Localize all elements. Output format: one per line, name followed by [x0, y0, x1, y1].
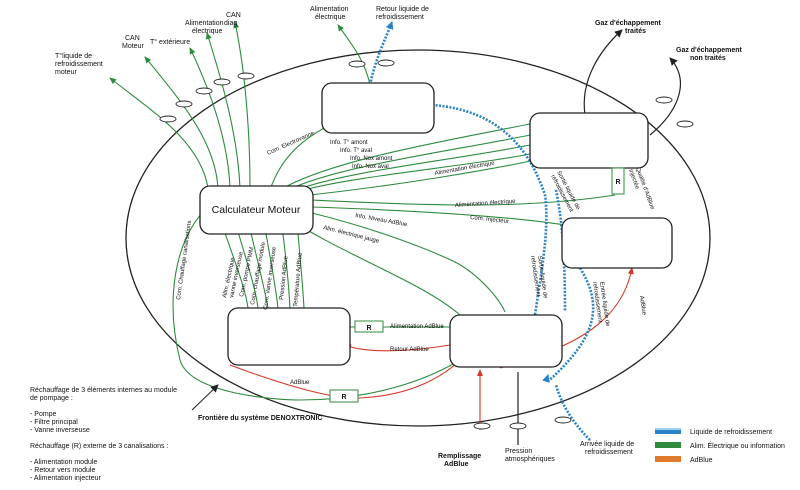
svg-text:moteur: moteur [55, 69, 77, 76]
svg-text:non traités: non traités [690, 55, 726, 62]
label-info-niveau: Info. Niveau AdBlue [355, 213, 409, 228]
external-signal-lines [109, 21, 371, 189]
svg-text:Arrivée liquide de: Arrivée liquide de [580, 441, 634, 448]
svg-text:refroidissement: refroidissement [585, 449, 633, 456]
label-exhaust-treated: Gaz d'échappement traités [595, 20, 662, 35]
svg-text:électrique: électrique [315, 14, 345, 21]
label-pression-adblue: Pression AdBlue [279, 255, 290, 300]
label-info-nox-amont: Info. Nox amont [350, 156, 393, 162]
pump-module-box [227, 307, 351, 366]
legend-swatch-adblue [655, 456, 681, 462]
label-coolant-temp: T°liquide de refroidissement moteur [55, 52, 103, 76]
heater-r-3: R [611, 167, 625, 195]
label-adblue-v: AdBlue [638, 295, 647, 316]
heater-r-1: R [354, 320, 384, 333]
legend-coolant: Liquide de refroidissement [690, 429, 772, 436]
svg-text:atmosphériques: atmosphériques [505, 456, 555, 463]
exhaust-module-box [529, 112, 649, 169]
svg-text:R: R [366, 325, 371, 332]
label-can-diag: CAN diag [224, 12, 241, 27]
label-info-t-amont: Info. T° amont [330, 140, 368, 146]
label-exhaust-untreated: Gaz d'échappement non traités [676, 47, 743, 62]
svg-text:électrique: électrique [192, 28, 222, 35]
label-alim-elec-1: Alimentation électrique [434, 160, 495, 177]
legend-adblue: AdBlue [690, 457, 713, 464]
label-coolant-inlet: Arrivée liquide de refroidissement [580, 441, 634, 456]
system-frontier [125, 49, 711, 427]
ecu-label: Calculateur Moteur [212, 204, 301, 216]
svg-text:de pompage :: de pompage : [30, 395, 73, 402]
svg-text:refroidissement: refroidissement [55, 61, 103, 68]
coolant-lines [368, 21, 595, 441]
heater-r-2: R [329, 389, 359, 403]
svg-text:refroidissement: refroidissement [376, 14, 424, 21]
label-adblue-h: AdBlue [290, 380, 310, 386]
label-sortie-liquide-2-1: refroidissement [529, 255, 541, 297]
label-power-elec: Alimentation électrique [185, 20, 224, 35]
label-info-nox-aval: Info. Nox aval [352, 164, 389, 170]
svg-text:- Retour vers module: - Retour vers module [30, 467, 95, 474]
label-temperature-adblue: Température AdBlue [293, 252, 304, 307]
frontier-label: Frontière du système DENOXTRONIC [198, 415, 322, 422]
legend-elec: Alim. Électrique ou information [690, 441, 785, 450]
svg-text:- Filtre principal: - Filtre principal [30, 419, 78, 426]
injector-box [561, 217, 673, 269]
label-power-elec-top: Alimentation électrique [310, 6, 349, 21]
exhaust-lines [517, 29, 681, 445]
label-entree-liquide-1: refroidissement [591, 281, 603, 323]
svg-text:Gaz d'échappement: Gaz d'échappement [595, 20, 662, 27]
legend-swatch-coolant [655, 428, 681, 434]
notes: Réchauffage de 3 éléments internes au mo… [30, 387, 177, 482]
electrovanne-box [321, 82, 435, 134]
svg-text:- Alimentation module: - Alimentation module [30, 459, 97, 466]
label-alim-jauge: Alim. électrique jauge [323, 225, 381, 245]
label-com-injecteur: Com. Injecteur [470, 215, 509, 225]
svg-text:CAN: CAN [226, 12, 241, 19]
tank-box [449, 314, 563, 368]
label-retour-adblue: Retour AdBlue [390, 347, 429, 353]
ecu-box [199, 185, 314, 235]
svg-text:Réchauffage de 3 éléments inte: Réchauffage de 3 éléments internes au mo… [30, 387, 177, 394]
label-com-vanne: Com. Vanne inverseuse [263, 246, 278, 310]
svg-text:Gaz d'échappement: Gaz d'échappement [676, 47, 743, 54]
svg-text:- Alimentation injecteur: - Alimentation injecteur [30, 475, 101, 482]
svg-text:Retour liquide de: Retour liquide de [376, 6, 429, 13]
svg-text:Alimentation: Alimentation [310, 6, 349, 13]
svg-text:T°liquide de: T°liquide de [55, 52, 92, 60]
svg-text:Réchauffage (R) externe de 3 c: Réchauffage (R) externe de 3 canalisatio… [30, 443, 168, 450]
svg-text:Pression: Pression [505, 448, 532, 455]
label-alim-elec-2: Alimentation électrique [455, 199, 517, 209]
label-alim-adblue: Alimentation AdBlue [390, 324, 444, 330]
svg-text:diag: diag [224, 20, 237, 27]
legend-swatch-elec [655, 442, 681, 448]
legend: Liquide de refroidissement Alim. Électri… [655, 428, 785, 464]
label-adblue-fill: Remplissage AdBlue [438, 453, 481, 468]
label-coolant-return: Retour liquide de refroidissement [376, 6, 429, 21]
svg-text:R: R [341, 394, 346, 401]
label-can-moteur: CAN Moteur [122, 35, 144, 50]
label-info-t-aval: Info. T° aval [340, 148, 372, 154]
svg-text:Moteur: Moteur [122, 43, 144, 50]
svg-text:AdBlue: AdBlue [444, 461, 469, 468]
svg-text:R: R [615, 179, 620, 186]
svg-text:traités: traités [625, 28, 646, 35]
svg-text:Alimentation: Alimentation [185, 20, 224, 27]
svg-text:- Pompe: - Pompe [30, 411, 57, 418]
svg-text:CAN: CAN [125, 35, 140, 42]
label-atm-pressure: Pression atmosphériques [505, 448, 555, 463]
label-ext-temp: T° extérieure [150, 38, 190, 46]
svg-text:- Vanne inverseuse: - Vanne inverseuse [30, 427, 90, 434]
frontier-crossings [159, 59, 694, 430]
svg-text:Remplissage: Remplissage [438, 453, 481, 460]
